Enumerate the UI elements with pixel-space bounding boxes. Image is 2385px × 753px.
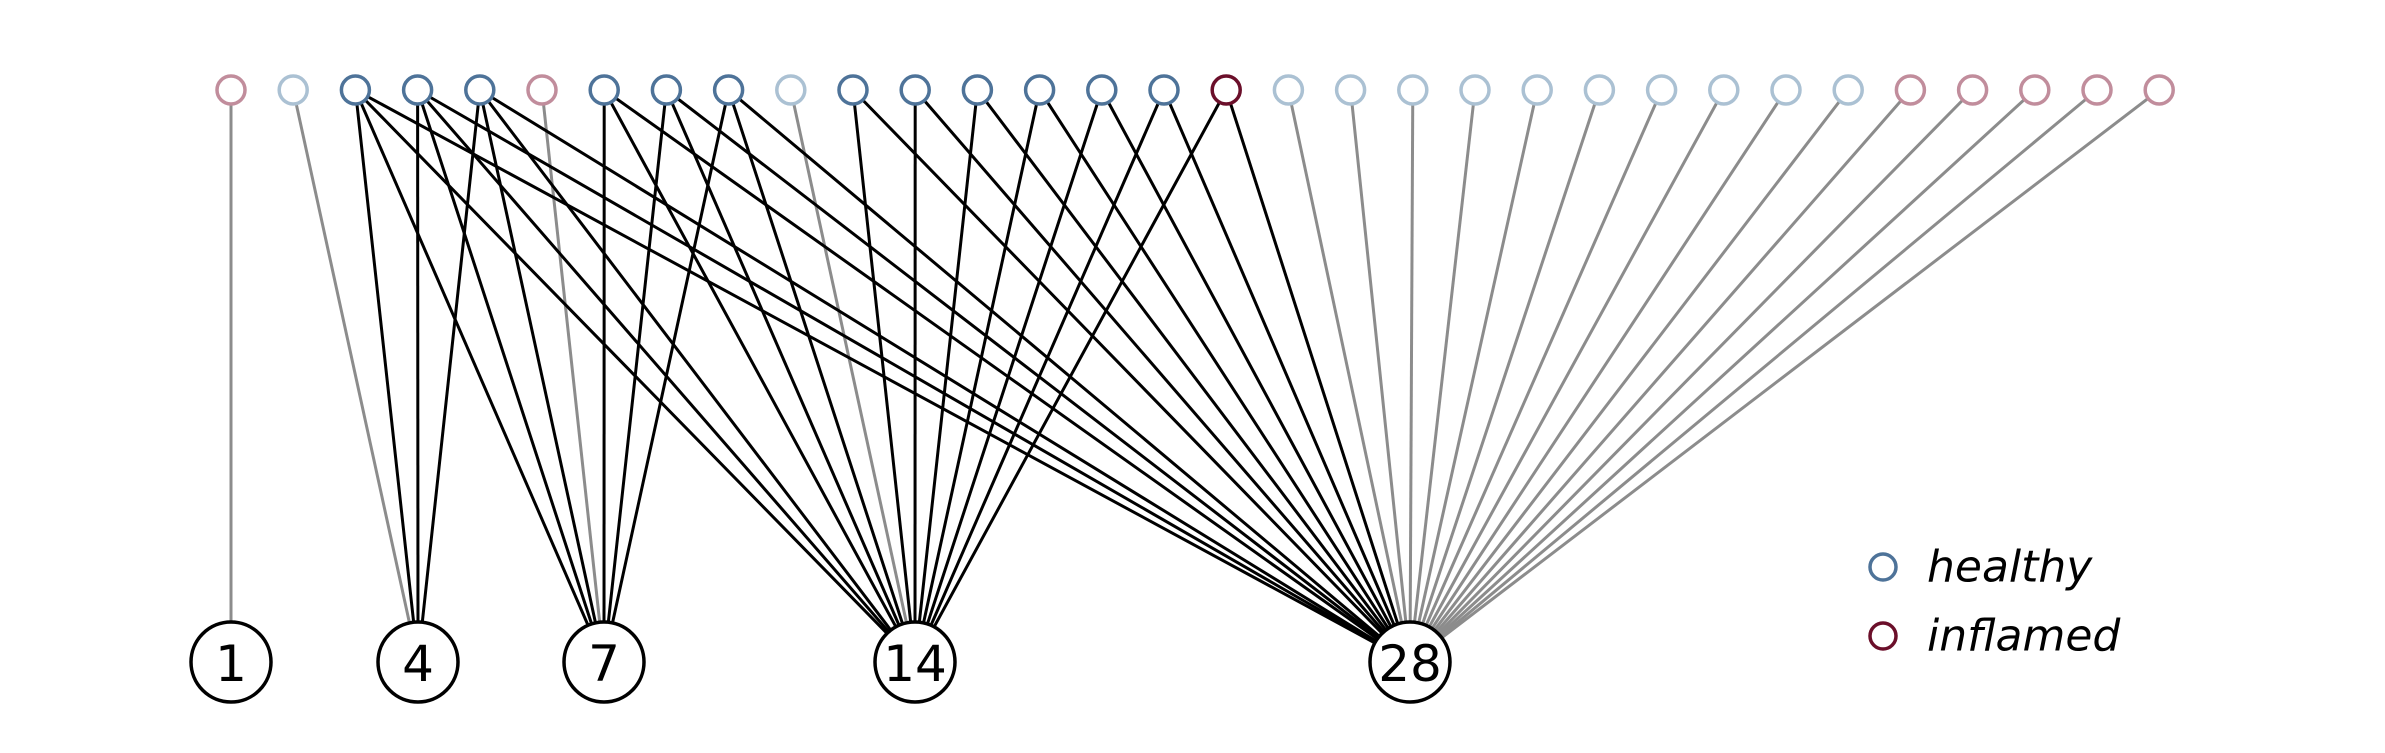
edge-14-to-14	[913, 89, 1104, 663]
top-node-15-healthy	[1148, 74, 1180, 106]
edge-7-to-7	[602, 89, 668, 663]
edge-4-to-4	[416, 89, 482, 663]
top-node-16-inflamed	[1210, 74, 1242, 106]
edge-18-to-28	[1349, 89, 1412, 663]
edge-2-to-7	[354, 89, 606, 663]
edge-4-to-7	[478, 89, 606, 663]
top-nodes-layer	[215, 74, 2175, 106]
top-node-13-healthy	[1023, 74, 1056, 106]
edge-12-to-28	[976, 89, 1412, 663]
bottom-node-label-14: 14	[883, 635, 947, 693]
bottom-node-label-28: 28	[1378, 635, 1442, 693]
edge-1-to-4	[291, 89, 420, 663]
legend-healthy-marker	[1868, 552, 1898, 582]
edge-10-to-14	[851, 89, 917, 663]
legend-item-inflamed: inflamed	[1868, 611, 2121, 662]
top-node-14-healthy	[1086, 74, 1118, 106]
top-node-19-healthy	[1397, 74, 1429, 106]
bottom-node-4	[376, 620, 460, 704]
top-node-0-inflamed	[215, 74, 247, 106]
top-node-7-healthy	[650, 74, 683, 106]
top-node-5-inflamed	[526, 74, 558, 106]
edge-30-to-28	[1409, 88, 2098, 664]
edge-9-to-14	[789, 89, 917, 663]
edge-16-to-14	[913, 89, 1228, 663]
edge-28-to-28	[1408, 88, 1974, 664]
edge-3-to-7	[416, 89, 606, 663]
edge-2-to-4	[353, 89, 420, 663]
top-node-10-healthy	[837, 74, 869, 106]
bottom-node-label-4: 4	[402, 635, 434, 693]
top-node-1-healthy	[277, 74, 309, 106]
top-node-30-inflamed	[2081, 74, 2113, 106]
top-node-31-inflamed	[2143, 74, 2175, 106]
top-node-11-healthy	[899, 74, 931, 106]
edge-11-to-28	[914, 89, 1412, 663]
legend-item-healthy: healthy	[1868, 542, 2093, 593]
bottom-node-28	[1368, 620, 1452, 704]
edge-24-to-28	[1408, 89, 1726, 663]
legend-inflamed-marker	[1868, 621, 1898, 651]
top-node-8-healthy	[712, 74, 745, 106]
edge-13-to-14	[913, 89, 1042, 663]
bottom-node-label-1: 1	[215, 635, 247, 693]
top-node-22-healthy	[1583, 74, 1616, 106]
edge-26-to-28	[1408, 89, 1850, 663]
edge-14-to-28	[1100, 89, 1412, 663]
edges-layer	[229, 88, 2161, 664]
legend: healthy inflamed	[1868, 542, 2121, 662]
top-node-29-inflamed	[2019, 74, 2051, 106]
top-node-3-healthy	[401, 74, 434, 106]
edge-17-to-28	[1286, 89, 1412, 663]
edge-23-to-28	[1408, 89, 1663, 663]
top-node-18-healthy	[1334, 74, 1367, 106]
top-node-20-healthy	[1459, 74, 1491, 106]
edge-25-to-28	[1408, 89, 1788, 663]
top-node-12-healthy	[961, 74, 994, 106]
edge-8-to-7	[602, 89, 731, 663]
edge-20-to-28	[1408, 89, 1477, 663]
edge-27-to-28	[1408, 89, 1912, 663]
edge-22-to-28	[1408, 89, 1601, 663]
bottom-node-14	[873, 620, 957, 704]
edge-6-to-14	[602, 89, 917, 663]
edge-15-to-28	[1162, 89, 1412, 663]
top-node-17-healthy	[1272, 74, 1305, 106]
edge-12-to-14	[913, 89, 979, 663]
edge-29-to-28	[1408, 88, 2036, 664]
top-node-21-healthy	[1521, 74, 1553, 106]
edge-7-to-14	[665, 89, 917, 663]
top-node-2-healthy	[339, 74, 372, 106]
legend-inflamed-label: inflamed	[1927, 611, 2121, 662]
edge-8-to-14	[727, 89, 917, 663]
bottom-node-7	[562, 620, 646, 704]
top-node-6-healthy	[588, 74, 620, 106]
edge-21-to-28	[1408, 89, 1539, 663]
edge-13-to-28	[1038, 89, 1412, 663]
top-node-24-healthy	[1708, 74, 1740, 106]
bottom-node-label-7: 7	[588, 635, 620, 693]
edge-16-to-28	[1224, 89, 1412, 663]
edge-15-to-14	[913, 89, 1166, 663]
top-node-28-inflamed	[1956, 74, 1989, 106]
top-node-9-healthy	[775, 74, 807, 106]
edge-5-to-7	[540, 89, 606, 663]
top-node-4-healthy	[464, 74, 496, 106]
edge-19-to-28	[1408, 89, 1415, 663]
top-node-23-healthy	[1645, 74, 1678, 106]
legend-healthy-label: healthy	[1927, 542, 2093, 593]
edge-10-to-28	[851, 88, 1412, 664]
edge-4-to-14	[478, 89, 917, 663]
top-node-26-healthy	[1832, 74, 1864, 106]
bottom-node-1	[189, 620, 273, 704]
edge-31-to-28	[1409, 88, 2161, 664]
top-node-25-healthy	[1770, 74, 1802, 106]
top-node-27-inflamed	[1894, 74, 1927, 106]
